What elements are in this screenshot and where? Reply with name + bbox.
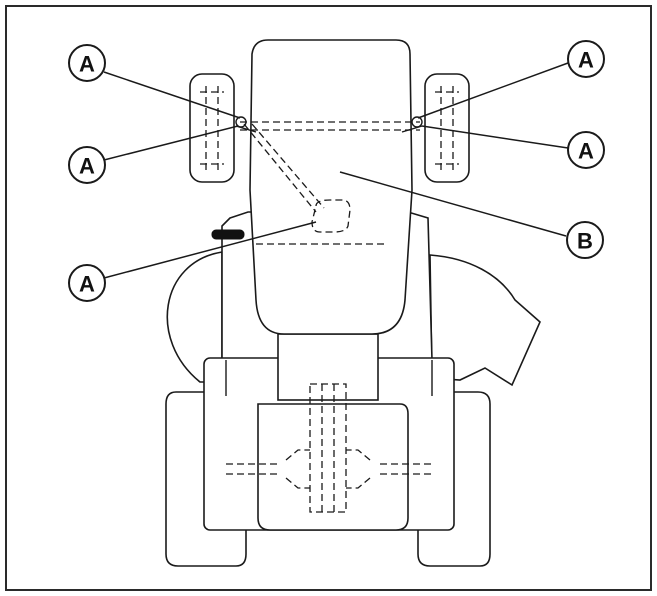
- rear-axle-hidden: [226, 463, 434, 475]
- leader-a-bottom-left: [103, 221, 317, 279]
- hood: [249, 39, 413, 335]
- leader-lines: [103, 62, 569, 279]
- callout-circle: [68, 146, 106, 184]
- mower-deck: [166, 251, 541, 387]
- grease-points: [235, 116, 423, 133]
- leader-a-mid-right: [421, 125, 569, 149]
- front-tires: [189, 73, 470, 183]
- callout-label: A: [79, 154, 95, 179]
- callout-label: A: [79, 52, 95, 77]
- mower-deck-left: [166, 251, 223, 383]
- callout-circle: [567, 40, 605, 78]
- leader-b: [339, 171, 567, 237]
- callout-a-mid-left: A: [68, 146, 106, 184]
- leader-a-top-right: [417, 62, 569, 119]
- rear-hood: [257, 403, 409, 531]
- mower-deck-right: [429, 254, 541, 387]
- spindle-arms: [235, 125, 423, 133]
- callout-a-top-left: A: [68, 44, 106, 82]
- callout-circle: [68, 44, 106, 82]
- callout-a-mid-right: A: [567, 131, 605, 169]
- hidden-structure-lines: [226, 121, 434, 513]
- callout-label: A: [578, 48, 594, 73]
- steering-column: [277, 333, 379, 401]
- callout-a-top-right: A: [567, 40, 605, 78]
- driveshaft-hidden: [309, 383, 347, 513]
- front-axle-hidden: [240, 121, 420, 131]
- callout-label: B: [577, 229, 593, 254]
- leader-a-mid-left: [103, 125, 239, 161]
- callout-a-bottom-left: A: [68, 264, 106, 302]
- front-tire-left: [189, 73, 235, 183]
- steering-pivot-hidden: [311, 199, 351, 233]
- callout-label: A: [578, 139, 594, 164]
- control-lever: [211, 229, 245, 240]
- callout-label: A: [79, 272, 95, 297]
- callout-circle: [566, 221, 604, 259]
- callout-circle: [68, 264, 106, 302]
- front-tire-right: [424, 73, 470, 183]
- leader-a-top-left: [103, 71, 241, 119]
- callout-b: B: [566, 221, 604, 259]
- callout-circle: [567, 131, 605, 169]
- differential-hidden: [285, 449, 371, 489]
- steering-link-hidden: [243, 123, 325, 213]
